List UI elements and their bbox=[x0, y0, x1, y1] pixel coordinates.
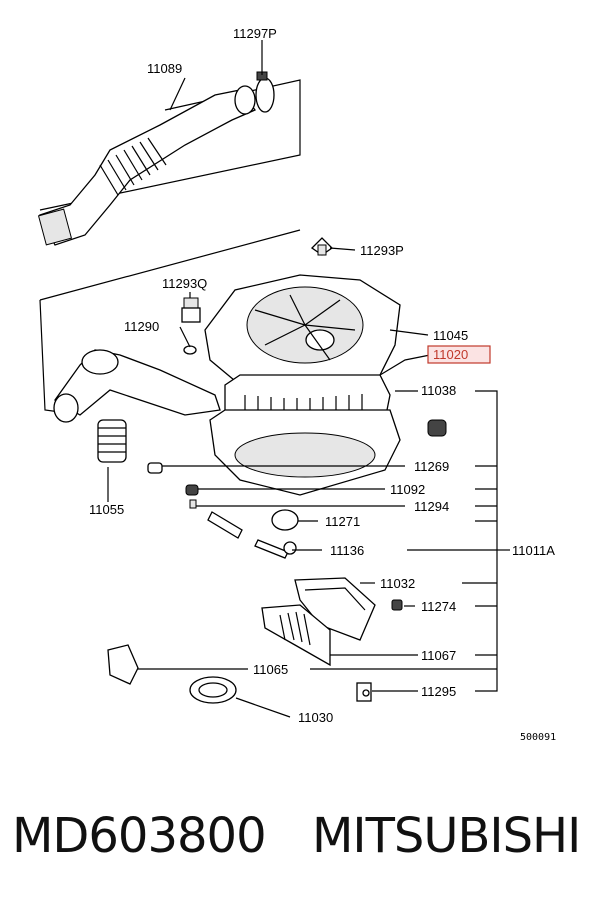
inlet-duct-11032 bbox=[294, 577, 376, 641]
label-11092: 11092 bbox=[390, 482, 425, 497]
sensor-11136 bbox=[254, 539, 297, 559]
label-11065: 11065 bbox=[253, 662, 288, 677]
label-11032: 11032 bbox=[380, 576, 415, 591]
intake-pipe bbox=[53, 349, 221, 423]
bracket-11295 bbox=[356, 682, 372, 702]
label-11271: 11271 bbox=[325, 514, 360, 529]
highlight-box-11020 bbox=[427, 345, 491, 364]
label-11020: 11020 bbox=[433, 347, 468, 362]
spring-hose bbox=[97, 419, 127, 463]
label-11067: 11067 bbox=[421, 648, 456, 663]
label-11011A: 11011A bbox=[512, 543, 555, 558]
intake-duct bbox=[37, 85, 257, 246]
brand-name: MITSUBISHI bbox=[312, 808, 581, 864]
label-11055: 11055 bbox=[89, 502, 124, 517]
pad-11065 bbox=[107, 644, 139, 685]
bolt-11274 bbox=[391, 599, 403, 611]
sensor-11271 bbox=[207, 509, 299, 539]
washer-11290 bbox=[183, 345, 197, 355]
footer: MD603800 MITSUBISHI bbox=[0, 808, 600, 878]
label-11290: 11290 bbox=[124, 319, 159, 334]
part-labels: 11297P 11089 11293P 11293Q 11290 11045 1… bbox=[89, 26, 556, 743]
label-11297P: 11297P bbox=[233, 26, 277, 41]
label-11038: 11038 bbox=[421, 383, 456, 398]
label-11089: 11089 bbox=[147, 61, 182, 76]
wing-nut-top bbox=[310, 237, 334, 256]
bolt-11269 bbox=[147, 462, 163, 474]
grommet-11092 bbox=[185, 484, 199, 496]
air-cleaner-cover bbox=[204, 274, 401, 396]
gasket-11030 bbox=[189, 676, 237, 704]
label-11294: 11294 bbox=[414, 499, 449, 514]
nut-11293Q bbox=[181, 297, 201, 323]
label-11293P: 11293P bbox=[360, 243, 404, 258]
leader-lines bbox=[107, 40, 510, 718]
label-11293Q: 11293Q bbox=[162, 276, 207, 291]
label-11274: 11274 bbox=[421, 599, 456, 614]
label-11295: 11295 bbox=[421, 684, 456, 699]
reference-code: 500091 bbox=[520, 732, 556, 743]
inlet-duct-11067 bbox=[261, 604, 331, 667]
label-11030: 11030 bbox=[298, 710, 333, 725]
label-11045: 11045 bbox=[433, 328, 468, 343]
hose-clamp bbox=[255, 71, 275, 113]
label-11136: 11136 bbox=[330, 543, 364, 558]
label-11269: 11269 bbox=[414, 459, 449, 474]
clip-11294 bbox=[189, 499, 197, 509]
part-number: MD603800 bbox=[12, 808, 267, 864]
